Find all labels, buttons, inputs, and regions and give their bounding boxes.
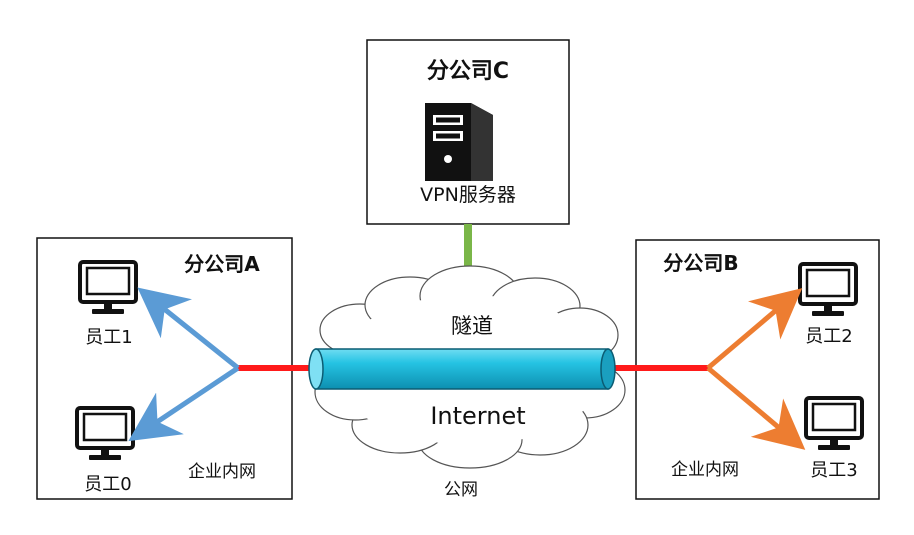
arrow-to-employee-3: [706, 366, 806, 450]
internet-label: Internet: [430, 402, 525, 430]
public-network-label: 公网: [444, 480, 478, 500]
lan-label-b: 企业内网: [671, 460, 739, 480]
branch-c-title: 分公司C: [427, 59, 509, 84]
branch-b-title: 分公司B: [663, 251, 738, 275]
vpn-tunnel: [308, 348, 616, 390]
employee-2-label: 员工2: [805, 326, 852, 347]
employee-3-label: 员工3: [810, 460, 857, 481]
arrow-to-employee-1: [137, 287, 240, 370]
tunnel-label: 隧道: [451, 314, 493, 338]
vpn-server-label: VPN服务器: [420, 184, 516, 206]
arrow-to-employee-0: [128, 365, 240, 442]
server-tower-icon: [425, 103, 493, 181]
employee-0-label: 员工0: [84, 474, 131, 495]
branch-c-box: 分公司C VPN服务器: [366, 39, 570, 225]
branch-a-title: 分公司A: [184, 252, 260, 276]
arrow-to-employee-2: [706, 288, 803, 370]
employee-1-label: 员工1: [85, 327, 132, 348]
lan-label-a: 企业内网: [188, 462, 256, 482]
